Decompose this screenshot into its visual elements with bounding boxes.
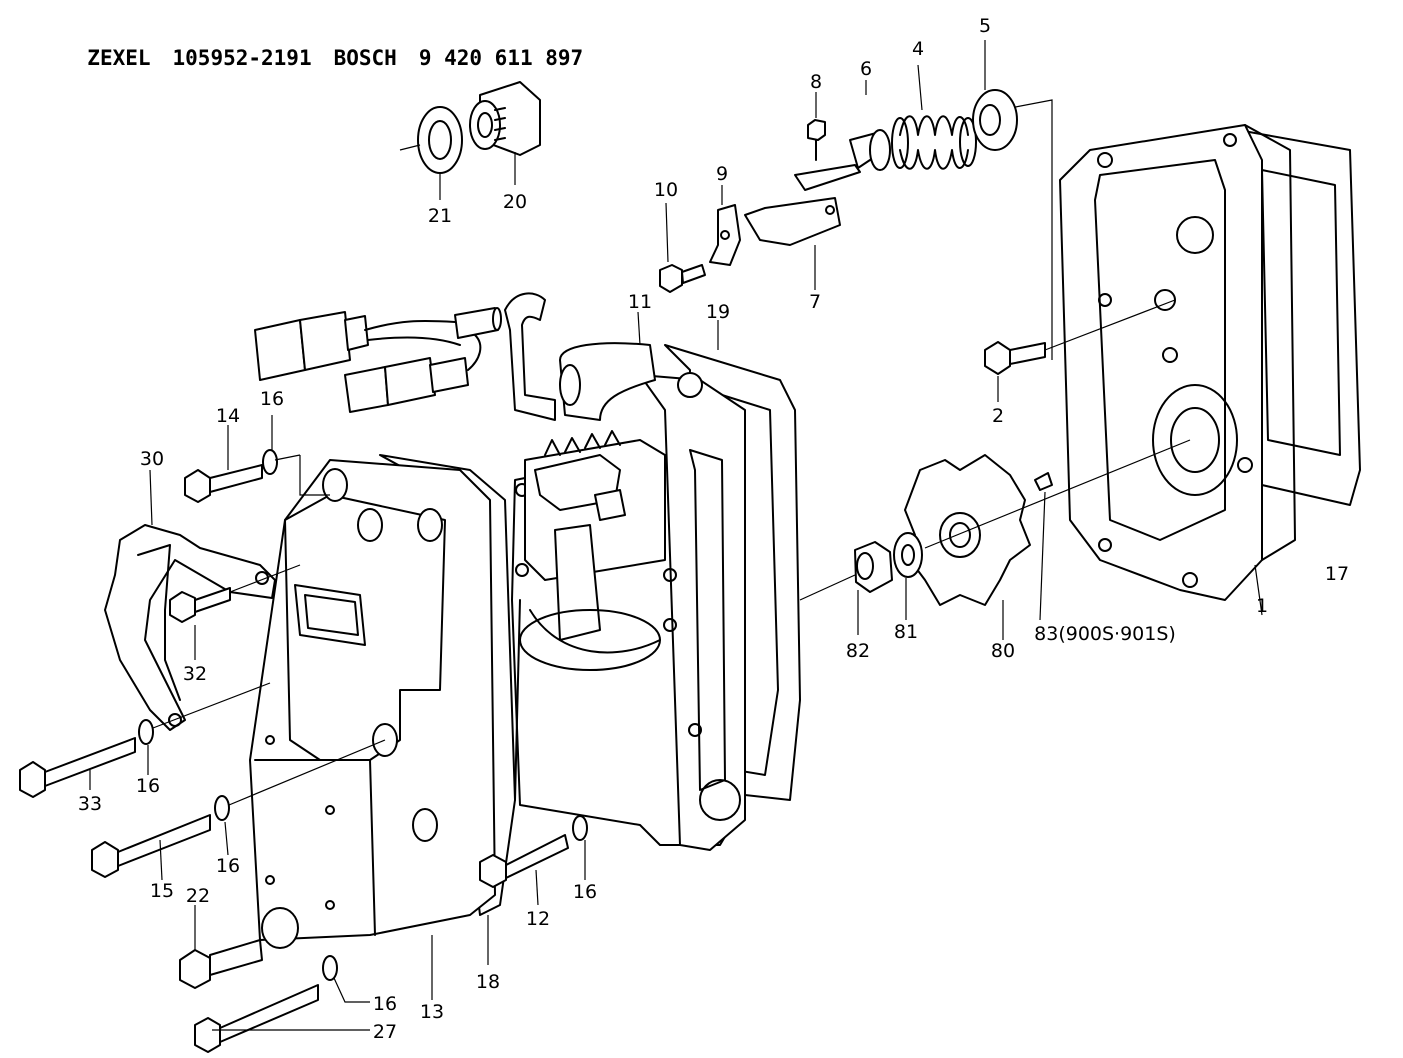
label-14: 14: [216, 405, 240, 427]
label-82: 82: [846, 640, 870, 662]
rotor-80: [904, 454, 1031, 640]
label-33: 33: [78, 793, 102, 815]
bolt-2: [984, 299, 1176, 402]
bosch-part-number: 9 420 611 897: [418, 46, 584, 70]
label-30: 30: [140, 448, 164, 470]
label-6: 6: [860, 58, 872, 80]
label-19: 19: [706, 301, 730, 323]
spring-4: [891, 64, 977, 170]
label-16-d: 16: [573, 881, 597, 903]
label-4: 4: [912, 38, 924, 60]
plug-20: [469, 81, 541, 185]
washer-81: [893, 532, 923, 620]
label-1: 1: [1256, 595, 1268, 617]
label-16-a: 16: [260, 388, 284, 410]
label-16-c: 16: [216, 855, 240, 877]
label-15: 15: [150, 880, 174, 902]
label-13: 13: [420, 1001, 444, 1023]
label-5: 5: [979, 15, 991, 37]
seat-5: [972, 40, 1018, 151]
label-17: 17: [1325, 563, 1349, 585]
label-32: 32: [183, 663, 207, 685]
bolt-22: [179, 905, 263, 989]
label-22: 22: [186, 885, 210, 907]
governor-housing-1: [1059, 124, 1296, 616]
maker-bosch: BOSCH: [333, 46, 397, 70]
connector-harness: [254, 292, 556, 421]
label-81: 81: [894, 621, 918, 643]
label-11: 11: [628, 291, 652, 313]
zexel-part-number: 105952-2191: [172, 46, 312, 70]
label-20: 20: [503, 191, 527, 213]
label-21: 21: [428, 205, 452, 227]
actuator-11: [511, 311, 746, 851]
nut-82: [854, 541, 893, 635]
diagram-header: ZEXEL 105952-2191 BOSCH 9 420 611 897: [62, 22, 605, 70]
label-16-b: 16: [136, 775, 160, 797]
bolt-33: [19, 682, 271, 798]
washer-21: [399, 106, 463, 200]
label-2: 2: [992, 405, 1004, 427]
label-80: 80: [991, 640, 1015, 662]
bolt-14: [184, 415, 330, 503]
label-9: 9: [716, 163, 728, 185]
label-27: 27: [373, 1021, 397, 1043]
label-8: 8: [810, 71, 822, 93]
lever-plate-7: [744, 164, 861, 290]
screw-10: [659, 202, 706, 293]
screw-8: [807, 92, 826, 161]
bolt-27: [194, 955, 370, 1053]
label-10: 10: [654, 179, 678, 201]
label-18: 18: [476, 971, 500, 993]
bolt-32: [169, 564, 301, 660]
cover-13: [249, 459, 496, 1000]
label-83: 83(900S·901S): [1034, 623, 1176, 645]
bracket-9: [709, 185, 741, 266]
label-7: 7: [809, 291, 821, 313]
label-12: 12: [526, 908, 550, 930]
plate-30: [104, 469, 276, 731]
bolt-12: [479, 815, 588, 906]
key-83: [1034, 472, 1053, 621]
guide-6: [849, 80, 891, 171]
label-16-e: 16: [373, 993, 397, 1015]
bolt-15: [91, 739, 386, 881]
maker-zexel: ZEXEL: [87, 46, 151, 70]
